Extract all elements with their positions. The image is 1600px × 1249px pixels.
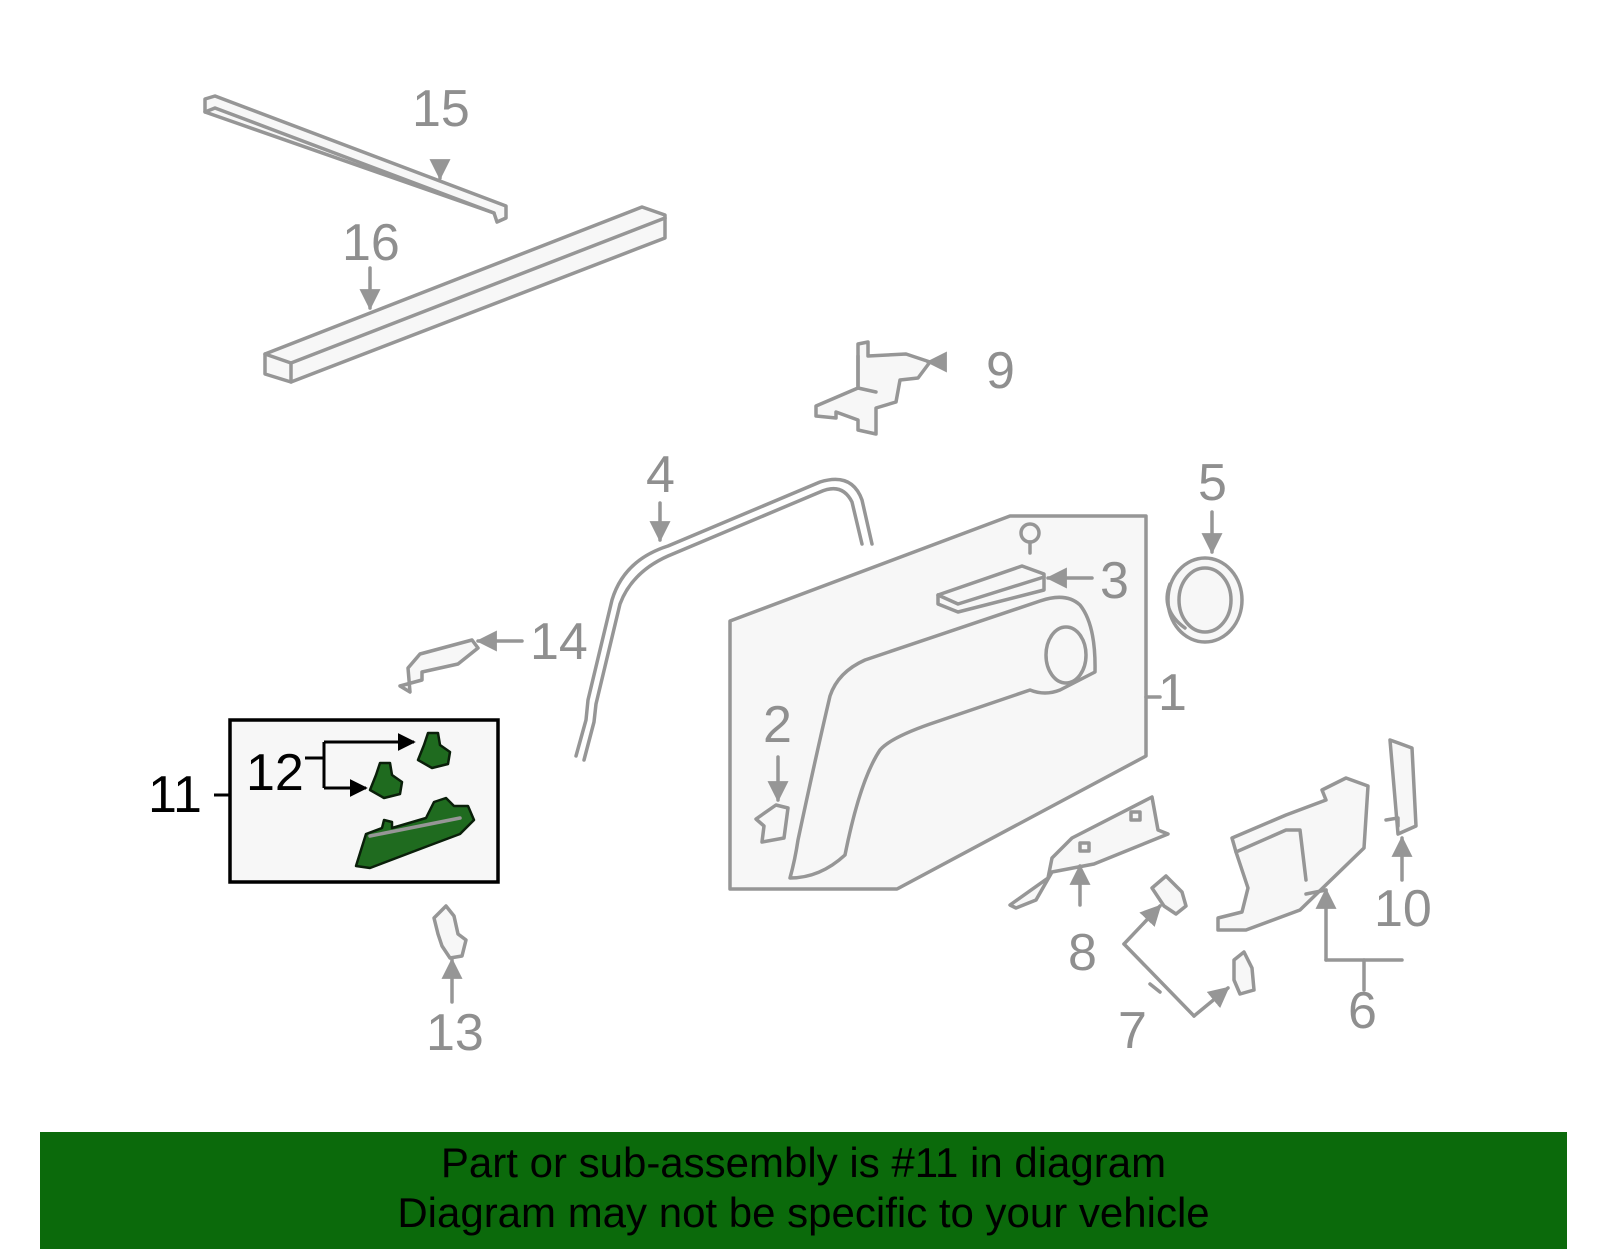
part-3-pull-strap: [936, 522, 1094, 614]
part-13-retainer-clip: [432, 904, 468, 1004]
part-4-weatherstrip: [574, 477, 874, 762]
part-16-sill-plate: [263, 205, 667, 384]
part-2-clip: [754, 755, 790, 844]
callout-2: 2: [763, 696, 792, 754]
callout-16: 16: [342, 214, 400, 272]
callout-5: 5: [1198, 454, 1227, 512]
part-14-bracket: [398, 630, 524, 694]
part-1-trim-panel: [728, 514, 1162, 891]
part-9-bracket: [814, 340, 947, 436]
callout-12[interactable]: 12: [246, 744, 304, 802]
part-10-clip-strip: [1384, 738, 1418, 882]
banner-line-2: Diagram may not be specific to your vehi…: [397, 1189, 1210, 1236]
banner-line-1: Part or sub-assembly is #11 in diagram: [440, 1139, 1167, 1186]
callout-11[interactable]: 11: [148, 766, 202, 824]
callout-3: 3: [1100, 552, 1129, 610]
callout-1: 1: [1158, 664, 1187, 722]
part-11-housing: [354, 796, 476, 870]
callout-8: 8: [1068, 924, 1097, 982]
callout-15: 15: [412, 80, 470, 138]
part-6-side-trim: [1216, 776, 1404, 992]
callout-14: 14: [530, 613, 588, 671]
part-12-clip-a: [416, 731, 452, 770]
callout-9: 9: [986, 342, 1015, 400]
part-15-sill-strip: [203, 94, 508, 224]
callout-13: 13: [426, 1004, 484, 1062]
part-5-speaker-grille: [1165, 510, 1244, 644]
callout-4: 4: [646, 446, 675, 504]
callout-7: 7: [1118, 1002, 1147, 1060]
callout-6: 6: [1348, 982, 1377, 1040]
part-11-assembly[interactable]: [214, 718, 500, 884]
part-8-bracket: [1008, 795, 1170, 910]
info-banner: Part or sub-assembly is #11 in diagram D…: [40, 1132, 1567, 1249]
callout-10: 10: [1374, 880, 1432, 938]
part-7-push-pins: [1122, 874, 1256, 1018]
part-12-clip-b: [368, 761, 404, 800]
